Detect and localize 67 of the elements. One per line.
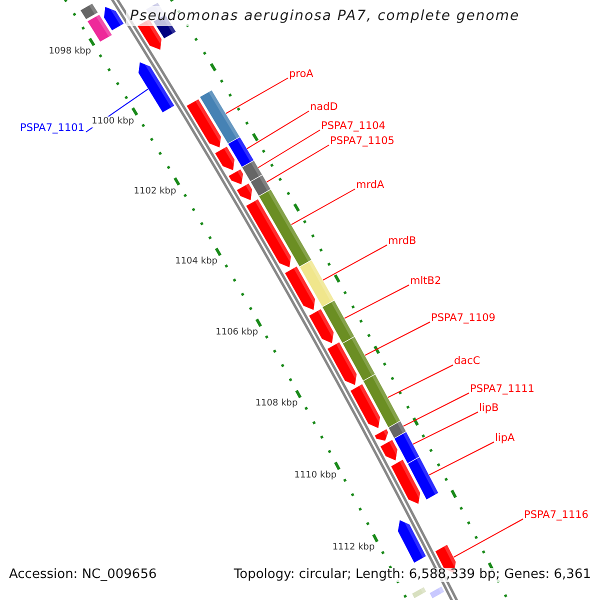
gene-label: proA [289,68,314,81]
gene-block [250,174,272,197]
gene-block [299,260,335,308]
gene-block [308,308,335,344]
leader-line [266,144,330,183]
gene-label: mrdA [356,179,384,192]
gene-label: lipB [479,402,499,415]
gene-block [186,98,222,148]
gene-block [390,458,422,505]
gene-block [411,586,427,600]
gene-block [227,136,254,168]
scale-label: 1108 kbp [254,398,299,410]
gene-block [374,428,389,442]
gene-label: PSPA7_1105 [330,135,394,148]
scale-label: 1100 kbp [90,116,136,128]
gene-block [241,160,263,182]
gene-label: mrdB [388,235,416,248]
gene-block [342,336,376,382]
gene-block [236,182,254,202]
scale-label: 1112 kbp [331,542,376,554]
gene-block [228,168,244,186]
gene-label: mltB2 [410,275,442,288]
gene-label: PSPA7_1104 [321,120,386,133]
gene-label: PSPA7_1101 [20,122,84,135]
gene-label: PSPA7_1111 [470,383,534,396]
gene-block [350,383,382,429]
leader-line [290,188,356,226]
leader-line [387,364,454,398]
scale-label: 1104 kbp [174,256,219,268]
gene-block [199,90,240,144]
scale-label: 1110 kbp [293,470,338,482]
leader-line [344,284,410,319]
gene-block [103,4,125,32]
gene-block [138,60,176,114]
leader-line [246,110,310,150]
gene-label: nadD [310,101,338,114]
gene-label: PSPA7_1109 [431,312,496,325]
gene-block [397,518,427,564]
gene-block [322,300,355,344]
gene-label: PSPA7_1116 [524,509,588,522]
footer-text: Accession: NC_009656 [9,568,157,582]
gene-block [258,188,312,268]
gene-block [326,341,358,386]
leader-line [402,392,470,427]
gene-block [80,2,99,20]
leader-line [258,130,320,168]
gene-label: dacC [454,355,480,368]
leader-line [412,412,478,445]
scale-label: 1106 kbp [214,327,260,338]
gene-block [245,198,292,268]
gene-block [284,266,316,311]
gene-block [86,14,113,42]
scale-label: 1102 kbp [132,186,178,198]
gene-block [394,431,420,464]
leader-line [364,322,430,356]
gene-block [214,146,236,172]
leader-line [225,78,288,114]
leader-line [453,518,524,558]
gene-block [388,420,407,439]
gene-label: lipA [495,432,515,445]
gene-block [407,456,439,500]
gene-block [362,374,401,428]
leader-line [322,244,388,281]
leader-line [428,442,494,476]
gene-block [380,439,399,462]
scale-label: 1098 kbp [48,46,92,58]
gene-block [428,586,445,600]
